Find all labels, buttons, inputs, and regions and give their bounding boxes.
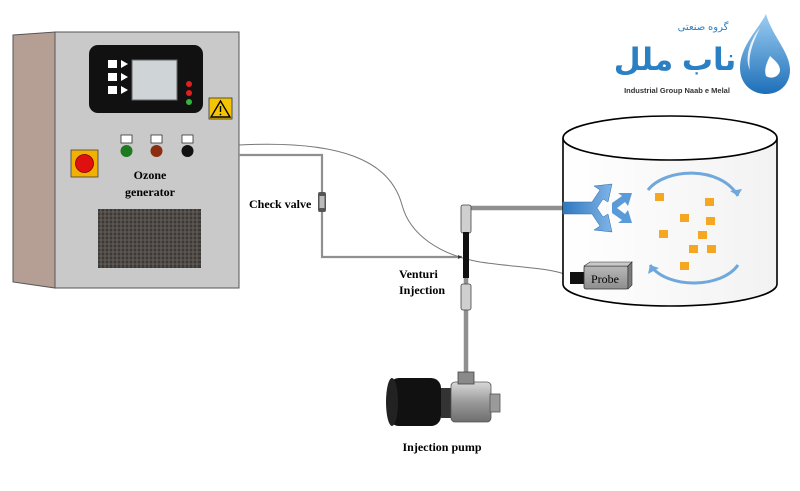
circulation-arrow-top	[646, 171, 740, 197]
ozone-generator-label-line1: Ozone	[134, 168, 167, 182]
switch-brown	[150, 134, 163, 157]
indicator-led-green	[186, 99, 192, 105]
control-wire	[238, 143, 573, 279]
ozone-generator-cabinet: Ozone generator	[12, 31, 240, 289]
water-inflow-arrow	[562, 183, 632, 233]
venturi-label-line2: Injection	[399, 283, 445, 297]
check-valve-label: Check valve	[249, 197, 312, 211]
hazard-icon	[209, 99, 232, 118]
indicator-led-red-2	[186, 90, 192, 96]
venturi-injector	[458, 204, 472, 311]
ozone-particle	[680, 214, 689, 222]
indicator-led-red-1	[186, 81, 192, 87]
circulation-arrow-bottom	[648, 264, 740, 285]
ozone-particle	[680, 262, 689, 270]
probe-label: Probe	[591, 272, 619, 286]
ozone-particle	[707, 245, 716, 253]
ozone-particles	[655, 193, 716, 270]
logo-persian-name: ناب ملل	[614, 42, 737, 77]
ozone-particle	[689, 245, 698, 253]
ozone-generator-label-line2: generator	[125, 185, 176, 199]
ozone-particle	[659, 230, 668, 238]
injection-pump-label: Injection pump	[402, 440, 481, 454]
venturi-label-line1: Venturi	[399, 267, 439, 281]
company-logo: گروه صنعتی ناب ملل Industrial Group Naab…	[614, 14, 790, 95]
ozone-particle	[698, 231, 707, 239]
grille-mesh	[98, 209, 201, 268]
ozone-particle	[706, 217, 715, 225]
cabinet-side-panel	[12, 31, 56, 289]
controller-screen	[131, 59, 178, 101]
water-pipe	[463, 205, 563, 374]
controller-menu-buttons	[108, 60, 128, 94]
ozone-particle	[705, 198, 714, 206]
check-valve	[318, 192, 326, 212]
injection-pump	[386, 371, 501, 426]
water-drop-icon	[740, 14, 790, 94]
probe-sensor	[570, 261, 633, 290]
switch-black	[181, 134, 194, 157]
ozone-particle	[655, 193, 664, 201]
logo-persian-tagline: گروه صنعتی	[678, 21, 729, 33]
pump-head	[450, 381, 492, 423]
tank-top-rim	[562, 115, 778, 161]
logo-english-name: Industrial Group Naab e Melal	[624, 86, 730, 95]
ventilation-grille	[98, 209, 201, 268]
switch-green	[120, 134, 133, 157]
pump-motor	[389, 378, 441, 426]
emergency-stop-button	[75, 154, 94, 173]
